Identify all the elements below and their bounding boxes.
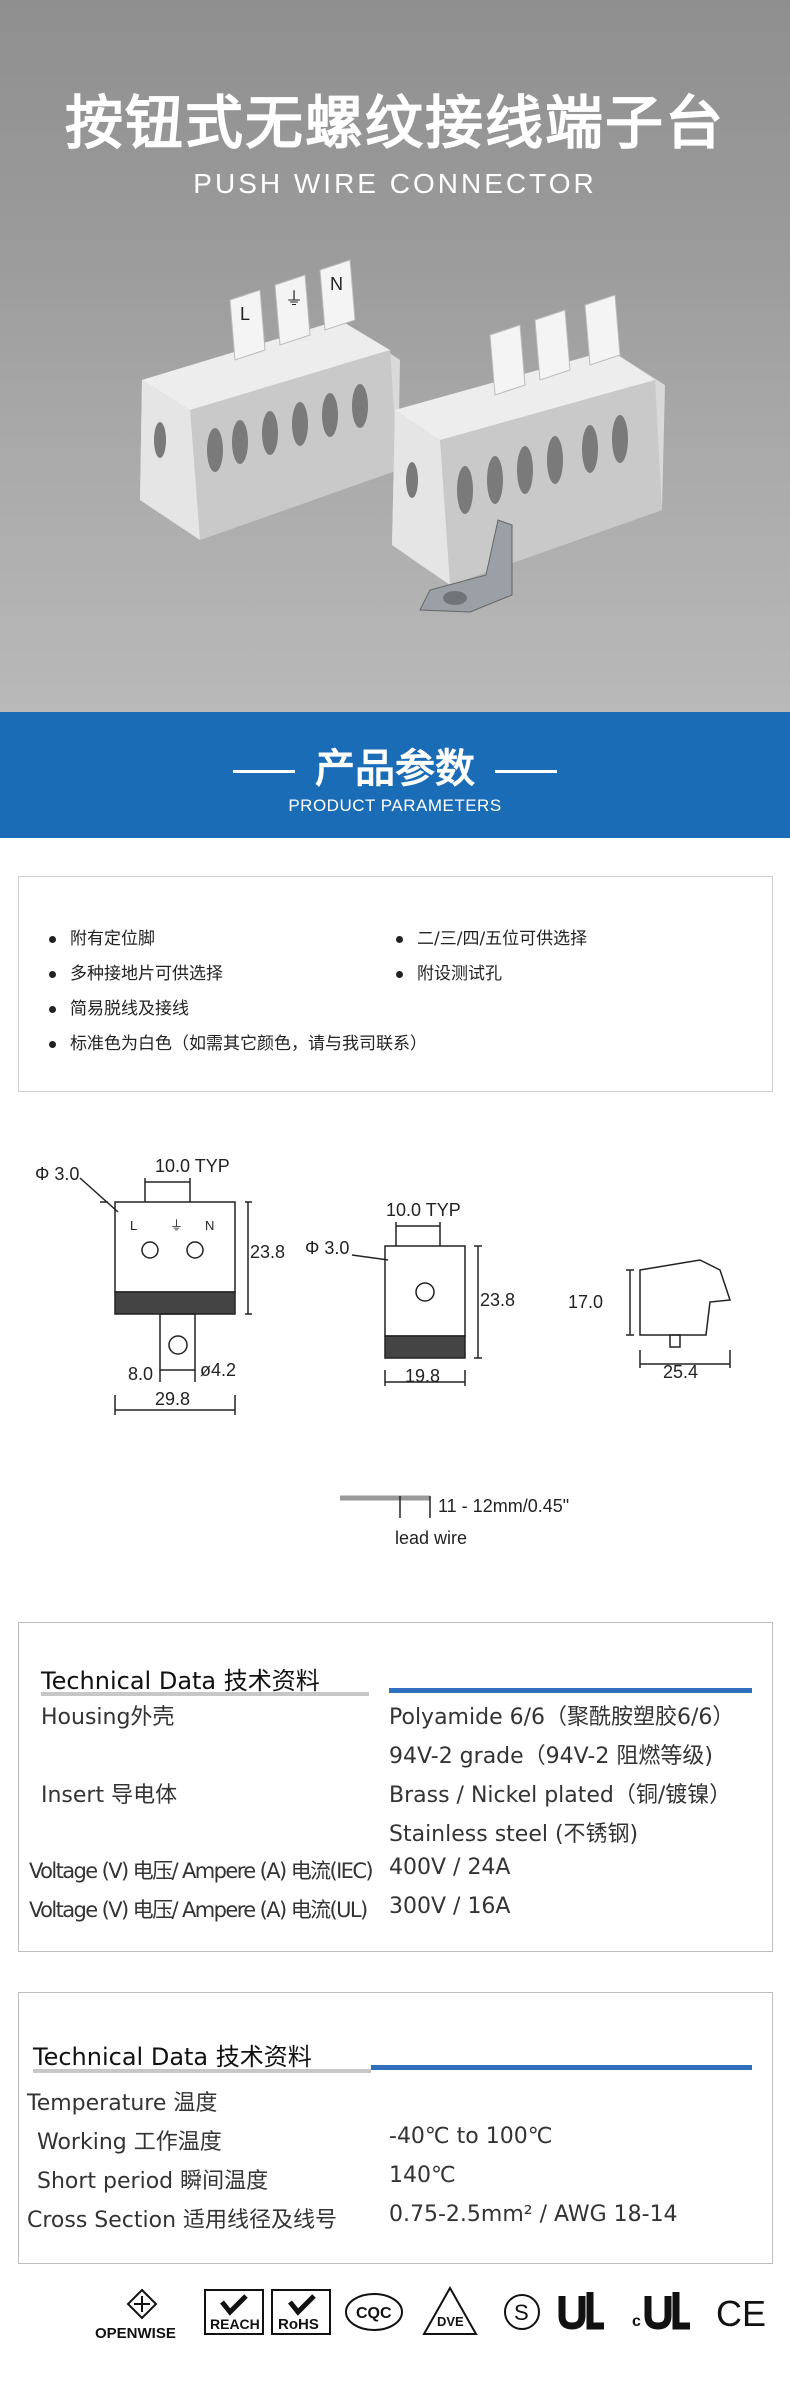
tech2-value: -40℃ to 100℃ [389,2124,553,2149]
tech1-label: Voltage (V) 电压/ Ampere (A) 电流(IEC) [29,1859,374,1883]
grey-rule [41,1692,369,1696]
vde-text: DVE [437,2314,464,2329]
tech-data-box-2: Technical Data 技术资料 Temperature 温度 Worki… [18,1992,773,2264]
dim-phi-1: Φ 3.0 [35,1164,79,1184]
feature-text: 简易脱线及接线 [70,999,189,1019]
tech1-value: 400V / 24A [389,1855,511,1880]
ce-logo: CE [716,2293,766,2334]
tech1-label: Housing外壳 [41,1705,175,1730]
tech1-value: 300V / 16A [389,1894,511,1919]
reach-text: REACH [210,2316,260,2332]
drawing1-body [114,1201,236,1293]
banner-rule-left [233,769,295,773]
tech1-value: Brass / Nickel plated（铜/镀镍） [389,1783,732,1808]
feature-item: 标准色为白色（如需其它颜色，请与我司联系） [49,1029,427,1054]
tech2-label: Temperature 温度 [27,2091,218,2116]
cul-logo: c [632,2292,690,2330]
dim-w-2: 19.8 [405,1366,440,1386]
rohs-logo: RoHS [271,2289,331,2335]
vde-logo: DVE [422,2285,478,2335]
dim-h-3: 17.0 [568,1292,603,1312]
openwise-text: OPENWISE [95,2325,176,2342]
tech2-label: Cross Section 适用线径及线号 [27,2208,338,2233]
tech2-heading: Technical Data 技术资料 [33,2043,312,2071]
lead-wire-label: lead wire [395,1528,467,1548]
page-title: 按钮式无螺纹接线端子台 [64,89,725,157]
pin-label-ground: ⏚ [170,1218,183,1233]
feature-text: 二/三/四/五位可供选择 [417,929,588,949]
bullet-icon [396,970,403,978]
banner-subtitle: PRODUCT PARAMETERS [288,796,502,815]
section-banner: 产品参数 PRODUCT PARAMETERS [0,712,790,838]
feature-text: 多种接地片可供选择 [70,964,223,984]
grey-rule [33,2069,371,2073]
feature-text: 附有定位脚 [70,929,155,949]
reach-logo: REACH [204,2289,264,2335]
drawings-svg: 10.0 TYP Φ 3.0 23.8 8.0 ø4.2 29.8 10.0 T… [35,1156,732,1548]
terminal-label-n: N [330,274,343,294]
feature-text: 附设测试孔 [417,964,502,984]
terminal-label-l: L [240,304,250,324]
dim-strip-length: 11 - 12mm/0.45" [438,1496,569,1516]
dim-w-1b: 29.8 [155,1389,190,1409]
certs-svg: OPENWISE REACH RoHS CQC DVE S c [95,2285,766,2342]
pin-label-n: N [205,1218,214,1233]
s-mark-text: S [514,2300,529,2325]
features-box: 附有定位脚 二/三/四/五位可供选择 多种接地片可供选择 附设测试孔 简易脱线及… [18,876,773,1092]
dim-h-2: 23.8 [480,1290,515,1310]
tech1-heading: Technical Data 技术资料 [41,1667,320,1695]
svg-text:c: c [632,2313,641,2330]
feature-text: 标准色为白色（如需其它颜色，请与我司联系） [70,1034,427,1054]
bullet-icon [49,1040,56,1048]
tech1-value: 94V-2 grade（94V-2 阻燃等级) [389,1744,713,1769]
cqc-logo: CQC [345,2293,403,2331]
banner-rule-right [495,769,557,773]
dim-hole: ø4.2 [200,1360,236,1380]
blue-rule [371,2065,752,2070]
ul-logo [558,2292,604,2330]
bullet-icon [396,935,403,943]
dim-typ-1: 10.0 TYP [155,1156,230,1176]
tech2-value: 140℃ [389,2163,456,2188]
dim-w-1a: 8.0 [128,1364,153,1384]
connector-with-ground-tab [392,294,665,613]
dim-typ-2: 10.0 TYP [386,1200,461,1220]
bullet-icon [49,970,56,978]
blue-rule [389,1688,752,1693]
cqc-text: CQC [356,2305,392,2322]
tech2-label: Short period 瞬间温度 [37,2169,269,2194]
s-mark-logo: S [504,2294,540,2330]
dimension-drawings: 10.0 TYP Φ 3.0 23.8 8.0 ø4.2 29.8 10.0 T… [0,1120,790,1560]
banner-title: 产品参数 [315,746,475,792]
tech1-label: Voltage (V) 电压/ Ampere (A) 电流(UL) [29,1898,368,1922]
banner-title-wrap: 产品参数 [0,736,790,794]
dim-w-3: 25.4 [663,1362,698,1382]
openwise-logo: OPENWISE [95,2288,176,2342]
product-photo: L ⏚ N [140,259,665,613]
page-subtitle: PUSH WIRE CONNECTOR [193,168,597,199]
tech-data-box-1: Technical Data 技术资料 Housing外壳 Polyamide … [18,1622,773,1952]
certification-logos: OPENWISE REACH RoHS CQC DVE S c [0,2282,790,2382]
tech2-value: 0.75-2.5mm² / AWG 18-14 [389,2202,678,2227]
rohs-text: RoHS [278,2316,319,2333]
dim-h-1: 23.8 [250,1242,285,1262]
tech1-value: Stainless steel (不锈钢) [389,1822,639,1847]
hero-banner: L ⏚ N [0,0,790,712]
connector-three-way: L ⏚ N [140,259,400,540]
feature-item: 二/三/四/五位可供选择 [396,924,587,949]
feature-item: 附有定位脚 [49,924,155,949]
terminal-label-ground: ⏚ [285,289,303,309]
bullet-icon [49,1005,56,1013]
feature-item: 简易脱线及接线 [49,994,189,1019]
feature-item: 多种接地片可供选择 [49,959,223,984]
tech1-label: Insert 导电体 [41,1783,178,1808]
tech1-value: Polyamide 6/6（聚酰胺塑胶6/6） [389,1705,735,1730]
tech2-label: Working 工作温度 [37,2130,222,2155]
ce-text: CE [716,2293,766,2334]
dim-phi-2: Φ 3.0 [305,1238,349,1258]
bullet-icon [49,935,56,943]
feature-item: 附设测试孔 [396,959,502,984]
pin-label-l: L [130,1218,137,1233]
